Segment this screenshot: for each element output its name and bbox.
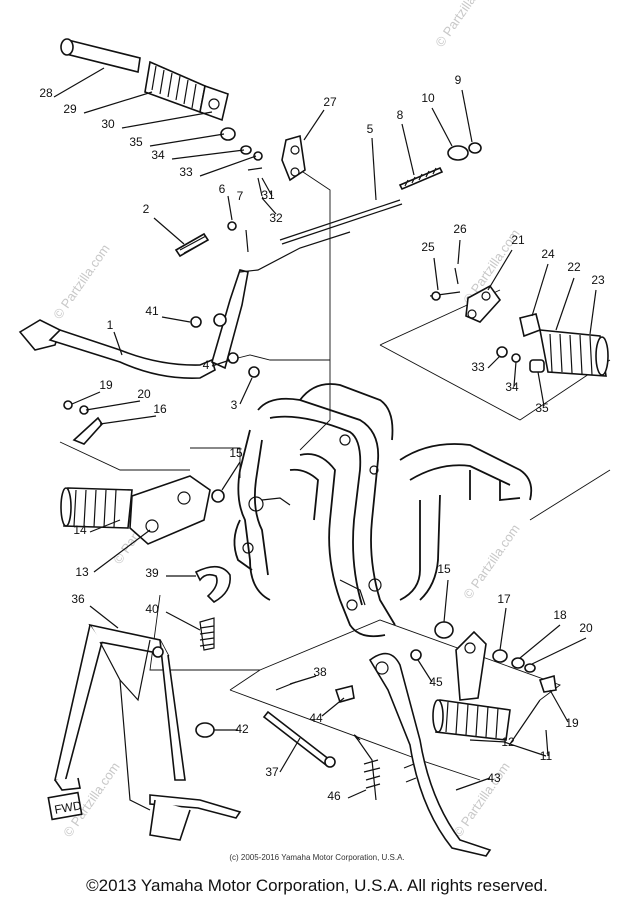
left-rear-footrest (60, 38, 263, 161)
part-number-27: 27 (323, 95, 337, 109)
part-number-44: 44 (309, 711, 323, 725)
part-number-9: 9 (455, 73, 462, 87)
part-number-13: 13 (75, 565, 89, 579)
part-number-43: 43 (487, 771, 501, 785)
part-number-45: 45 (429, 675, 443, 689)
part-number-20: 20 (137, 387, 151, 401)
watermark: © Partzilla.com (460, 521, 523, 601)
part-number-35: 35 (535, 401, 549, 415)
watermark: © Partzilla.com (432, 0, 495, 50)
part-number-23: 23 (591, 273, 605, 287)
part-number-33: 33 (179, 165, 193, 179)
part-number-11: 11 (540, 749, 553, 763)
part-number-35: 35 (129, 135, 143, 149)
part-number-25: 25 (421, 240, 435, 254)
part-number-19: 19 (99, 378, 113, 392)
part-number-28: 28 (39, 86, 53, 100)
part-number-20: 20 (579, 621, 593, 635)
part-number-42: 42 (235, 722, 249, 736)
part-number-34: 34 (505, 380, 519, 394)
part-number-24: 24 (541, 247, 555, 261)
part-number-10: 10 (421, 91, 435, 105)
part-number-3: 3 (231, 398, 238, 412)
part-number-15: 15 (229, 446, 243, 460)
part-number-31: 31 (261, 188, 275, 202)
part-number-7: 7 (237, 189, 244, 203)
part-number-21: 21 (511, 233, 525, 247)
part-number-5: 5 (367, 122, 374, 136)
part-number-12: 12 (501, 735, 515, 749)
part-number-37: 37 (265, 765, 279, 779)
part-number-33: 33 (471, 360, 485, 374)
part-number-46: 46 (327, 789, 341, 803)
brake-rod (227, 134, 482, 253)
watermark: © Partzilla.com (50, 241, 113, 321)
part-number-41: 41 (145, 304, 159, 318)
watermark: © Partzilla.com (450, 759, 513, 839)
part-number-6: 6 (219, 182, 226, 196)
brake-pedal (18, 231, 351, 379)
part-number-15: 15 (437, 562, 451, 576)
fwd-tag: FWD (53, 798, 83, 817)
part-number-14: 14 (73, 523, 87, 537)
part-number-36: 36 (71, 592, 85, 606)
frame (233, 383, 533, 638)
part-number-39: 39 (145, 566, 159, 580)
copyright-notice: ©2013 Yamaha Motor Corporation, U.S.A. A… (86, 876, 548, 895)
part-number-34: 34 (151, 148, 165, 162)
part-number-22: 22 (567, 260, 581, 274)
side-stand (262, 649, 492, 857)
part-number-19: 19 (565, 716, 579, 730)
part-number-1: 1 (107, 318, 114, 332)
leader-lines (53, 67, 597, 799)
part-number-17: 17 (497, 592, 511, 606)
copyright-small: (c) 2005-2016 Yamaha Motor Corporation, … (229, 853, 405, 862)
part-number-32: 32 (269, 211, 283, 225)
part-number-2: 2 (143, 202, 150, 216)
part-number-18: 18 (553, 608, 567, 622)
part-number-4: 4 (203, 358, 210, 372)
part-number-8: 8 (397, 108, 404, 122)
right-front-footrest (432, 621, 557, 741)
right-rear-footrest (429, 267, 609, 377)
part-number-30: 30 (101, 117, 115, 131)
part-number-29: 29 (63, 102, 77, 116)
part-number-16: 16 (153, 402, 167, 416)
center-stand: FWD (47, 565, 242, 841)
part-number-40: 40 (145, 602, 159, 616)
part-number-26: 26 (453, 222, 467, 236)
part-number-38: 38 (313, 665, 327, 679)
